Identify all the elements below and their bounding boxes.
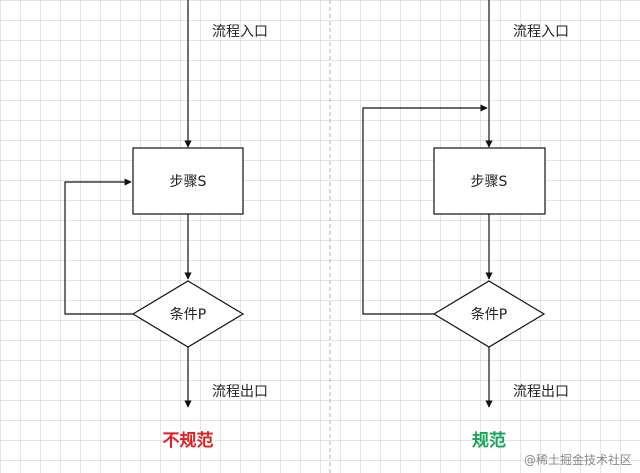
left-condition-label: 条件P: [170, 306, 206, 323]
left-exit-label: 流程出口: [212, 384, 268, 400]
right-step-box: [433, 147, 546, 215]
left-caption: 不规范: [163, 430, 214, 451]
left-entry-label: 流程入口: [212, 24, 268, 40]
right-exit-label: 流程出口: [513, 384, 569, 400]
watermark-text: @稀土掘金技术社区: [524, 452, 632, 467]
right-step-label: 步骤S: [471, 174, 508, 190]
right-entry-label: 流程入口: [513, 24, 569, 40]
right-loop-back-arrow: [362, 104, 488, 315]
left-step-box: [132, 147, 244, 215]
left-flowchart: 流程入口 步骤S 条件P 流程出口 不规范: [64, 0, 268, 451]
left-step-label: 步骤S: [170, 174, 207, 190]
right-flowchart: 流程入口 步骤S 条件P 流程出口 规范: [362, 0, 569, 451]
left-loop-back-arrow: [64, 178, 133, 315]
right-condition-label: 条件P: [471, 306, 507, 323]
right-caption: 规范: [472, 430, 506, 451]
